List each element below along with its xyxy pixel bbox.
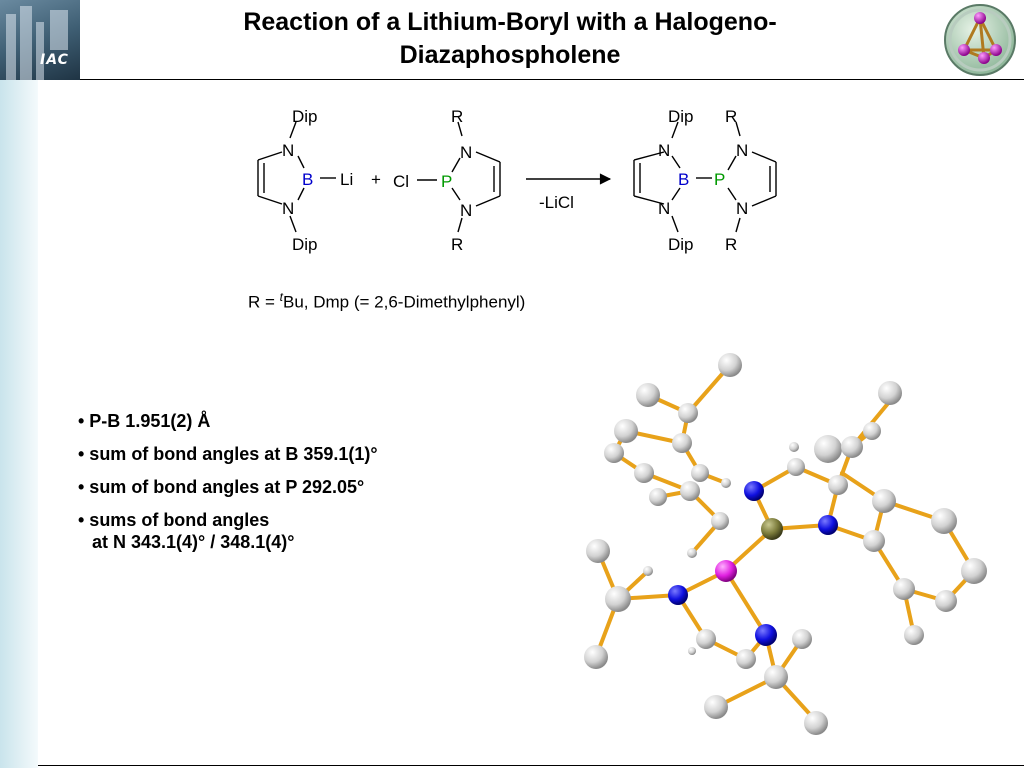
title-divider <box>80 79 1024 80</box>
footer-divider <box>38 765 1024 766</box>
r-definition-prefix: R = <box>248 292 280 312</box>
n-label: N <box>460 201 472 220</box>
dip-label: Dip <box>292 235 318 254</box>
plus-sign: + <box>371 170 381 189</box>
n-label: N <box>658 199 670 218</box>
sidebar-decoration <box>0 80 38 768</box>
dip-label: Dip <box>668 107 694 126</box>
logo-text: IAC <box>40 52 69 68</box>
lithium-label: Li <box>340 170 353 189</box>
bullet-continuation: at N 343.1(4)° / 348.1(4)° <box>92 532 295 552</box>
r-definition: R = tBu, Dmp (= 2,6-Dimethylphenyl) <box>248 290 525 313</box>
tert-superscript: t <box>279 290 283 304</box>
boron-label: B <box>678 170 689 189</box>
r-label: R <box>725 235 737 254</box>
title-line-2: Diazaphospholene <box>399 41 621 69</box>
bullet-list: • P-B 1.951(2) Å • sum of bond angles at… <box>78 410 378 564</box>
tetrahedron-molecule-icon <box>944 4 1016 76</box>
n-label: N <box>282 141 294 160</box>
n-label: N <box>460 143 472 162</box>
n-label: N <box>282 199 294 218</box>
institute-logo: IAC <box>0 0 80 80</box>
bullet-item: • sums of bond angles at N 343.1(4)° / 3… <box>78 509 378 553</box>
bullet-text: • sums of bond angles <box>78 510 270 530</box>
crystal-structure-image <box>584 353 987 735</box>
chlorine-label: Cl <box>393 172 409 191</box>
reaction-condition: -LiCl <box>539 193 574 212</box>
n-label: N <box>736 141 748 160</box>
r-definition-text: Bu, Dmp (= 2,6-Dimethylphenyl) <box>283 292 526 312</box>
r-label: R <box>725 107 737 126</box>
reaction-scheme: Dip N B Li N Dip + R N Cl P N R -LiCl Di… <box>257 107 777 254</box>
r-label: R <box>451 107 463 126</box>
bullet-item: • P-B 1.951(2) Å <box>78 411 211 431</box>
slide-title: Reaction of a Lithium-Boryl with a Halog… <box>160 6 860 72</box>
n-label: N <box>736 199 748 218</box>
dip-label: Dip <box>292 107 318 126</box>
boron-label: B <box>302 170 313 189</box>
bullet-item: • sum of bond angles at P 292.05° <box>78 477 365 497</box>
bullet-item: • sum of bond angles at B 359.1(1)° <box>78 444 378 464</box>
r-label: R <box>451 235 463 254</box>
phosphorus-label: P <box>714 170 725 189</box>
building-photo-icon <box>6 14 16 80</box>
dip-label: Dip <box>668 235 694 254</box>
n-label: N <box>658 141 670 160</box>
title-line-1: Reaction of a Lithium-Boryl with a Halog… <box>243 8 777 36</box>
phosphorus-label: P <box>441 172 452 191</box>
